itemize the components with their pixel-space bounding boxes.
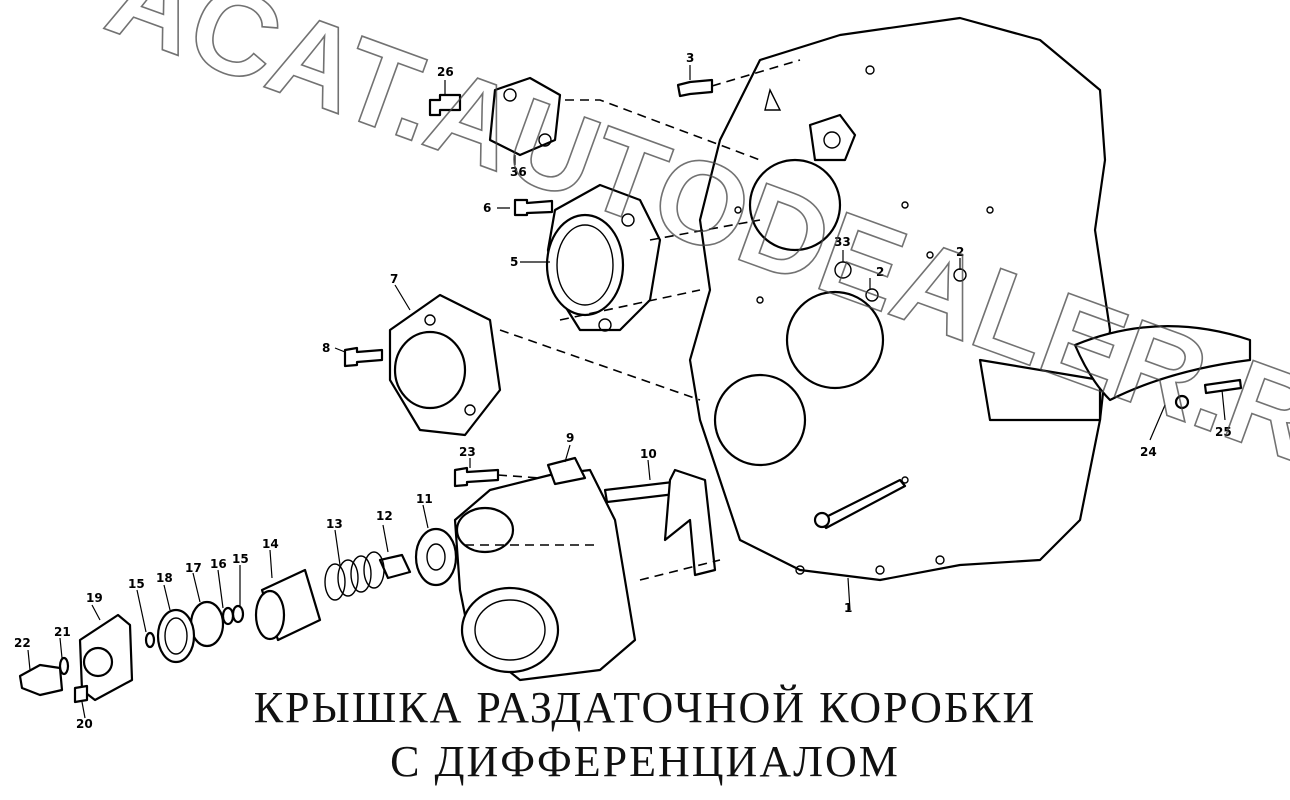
label-7: 7 [390,272,398,286]
label-8: 8 [322,341,330,355]
label-10: 10 [640,447,657,461]
bolt-3 [676,78,714,98]
label-26: 26 [437,65,454,79]
ring-15a [144,631,156,649]
bolt-26 [428,93,462,117]
ring-17 [189,600,225,648]
flange-5 [545,183,662,332]
bolt-6 [513,198,554,217]
shield-plate [1073,325,1252,402]
washer-11 [414,527,458,587]
shift-fork [663,468,717,577]
label-20: 20 [76,717,93,731]
label-23: 23 [459,445,476,459]
ring-15b [231,604,245,624]
label-14: 14 [262,537,279,551]
ring-18 [156,608,196,664]
bolt-8 [343,346,384,368]
label-22: 22 [14,636,31,650]
watermark: ACAT.AUTODEALER.RU [92,0,1290,517]
label-9: 9 [566,431,574,445]
bolt-25 [1203,378,1243,395]
plug-22 [18,663,64,697]
piston-12 [378,553,412,580]
washer-21 [58,656,70,676]
label-15a: 15 [128,577,145,591]
bolt-23 [453,466,500,488]
differential-cover-9 [453,456,637,682]
label-6: 6 [483,201,491,215]
label-2a: 2 [876,265,884,279]
label-18: 18 [156,571,173,585]
label-33: 33 [834,235,851,249]
cover-7 [388,293,502,437]
label-16: 16 [210,557,227,571]
bracket-36 [488,76,562,157]
label-15b: 15 [232,552,249,566]
ring-16 [221,606,235,626]
label-21: 21 [54,625,71,639]
label-2b: 2 [956,245,964,259]
label-1: 1 [844,601,852,615]
label-19: 19 [86,591,103,605]
label-17: 17 [185,561,202,575]
label-11: 11 [416,492,433,506]
label-25: 25 [1215,425,1232,439]
transfer-case-housing [688,16,1112,582]
label-36: 36 [510,165,527,179]
label-24: 24 [1140,445,1157,459]
label-13: 13 [326,517,343,531]
title-line-1: КРЫШКА РАЗДАТОЧНОЙ КОРОБКИ [253,683,1037,732]
label-12: 12 [376,509,393,523]
spring-13 [324,551,385,601]
label-3: 3 [686,51,694,65]
label-5: 5 [510,255,518,269]
bolt-20 [73,684,89,704]
title-line-2: С ДИФФЕРЕНЦИАЛОМ [390,737,900,786]
